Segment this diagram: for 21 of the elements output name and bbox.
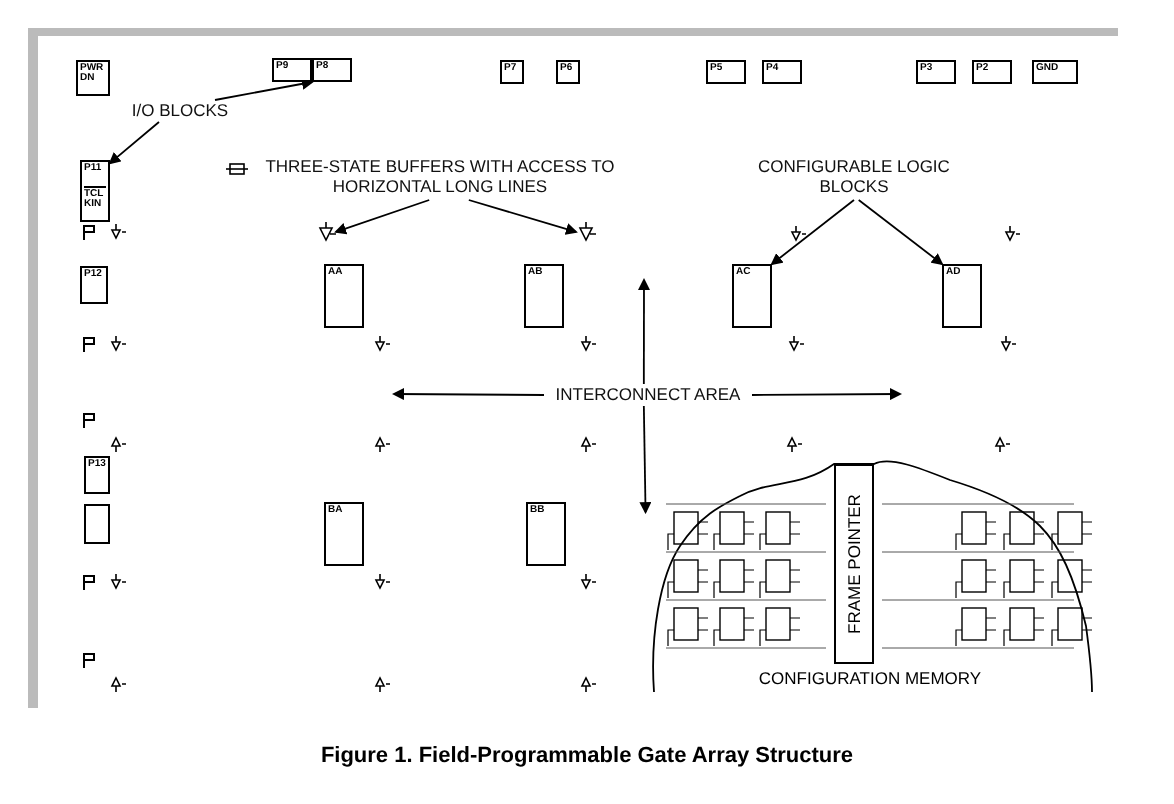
io-block	[80, 160, 110, 222]
arrow	[334, 199, 431, 235]
vertical-label: FRAME POINTER	[844, 494, 864, 634]
arrow	[638, 278, 650, 385]
callout-text: CONFIGURABLE LOGIC BLOCKS	[736, 156, 972, 200]
callout-text: INTERCONNECT AREA	[544, 384, 752, 406]
arrow	[108, 121, 160, 165]
arrow	[467, 199, 578, 235]
arrow	[392, 388, 545, 401]
buffer-icon	[576, 222, 596, 244]
frame-pointer-bar	[834, 464, 874, 664]
arrow	[639, 405, 652, 515]
arrow	[214, 77, 314, 101]
io-block	[84, 504, 110, 544]
arrow	[770, 199, 855, 266]
figure-caption: Figure 1. Field-Programmable Gate Array Structure	[318, 744, 856, 768]
arrow	[751, 388, 902, 401]
buffer-icon	[316, 222, 336, 244]
callout-text: I/O BLOCKS	[110, 100, 250, 122]
arrow	[857, 199, 944, 266]
callout-text: THREE-STATE BUFFERS WITH ACCESS TO HORIZONTAL LONG LINES	[260, 156, 620, 200]
